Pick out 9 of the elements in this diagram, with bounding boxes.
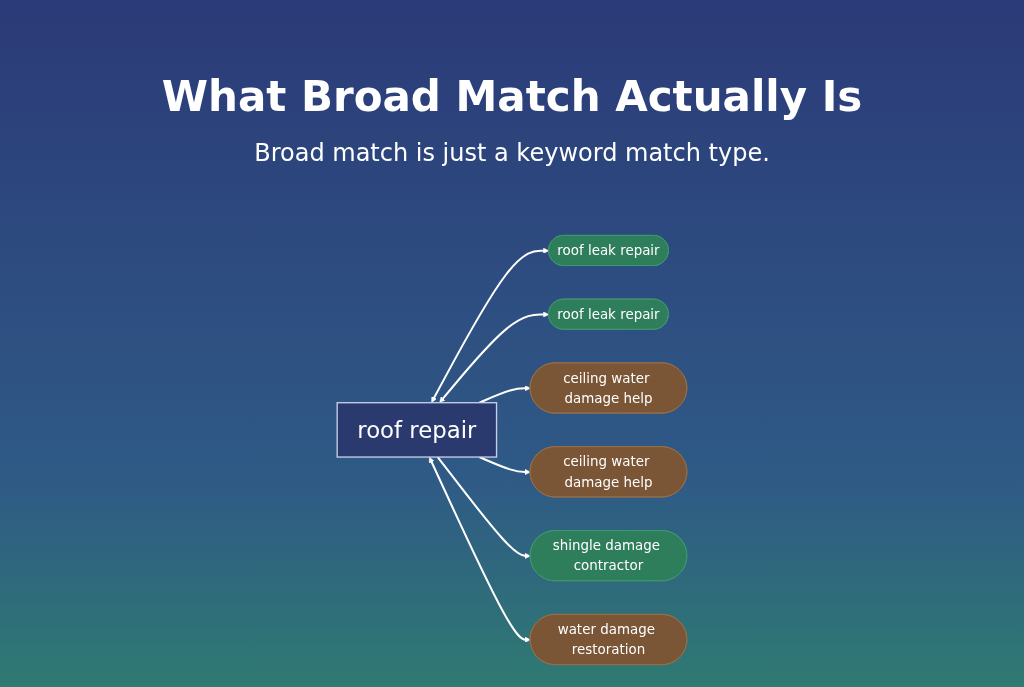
subtitle: Broad match is just a keyword match type.	[253, 139, 771, 167]
title: What Broad Match Actually Is	[160, 72, 864, 121]
arrow	[429, 457, 531, 643]
arrow	[478, 456, 531, 475]
arrow	[439, 311, 550, 403]
arrow	[436, 456, 531, 559]
node-box: roof repair	[336, 402, 498, 458]
arrow	[478, 385, 531, 404]
arrow	[431, 247, 550, 403]
